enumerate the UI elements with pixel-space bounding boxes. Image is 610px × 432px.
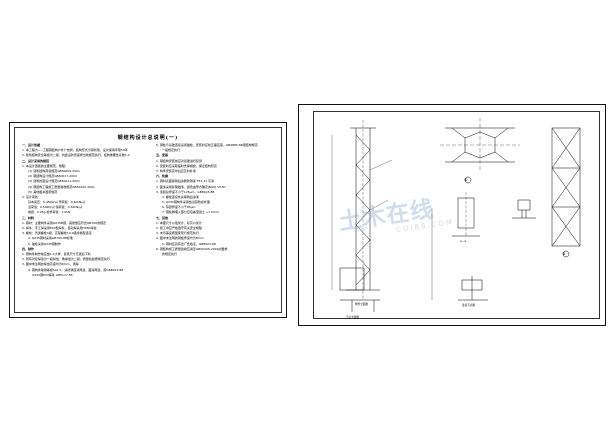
truss-column-elevation <box>331 120 393 312</box>
note-line: 3. 图中未注明的焊缝高度均为6mm，满焊 <box>22 262 79 267</box>
note-line: 3. 构件安装完毕后应及时补漆 <box>156 168 196 173</box>
braced-frame <box>551 127 581 258</box>
note-line: (2) 钢结构设计规范GB50017-2003 <box>28 174 77 179</box>
sheet-title: 钢结构设计总说明(一) <box>117 135 179 141</box>
section-heading: 六、防腐 <box>156 174 169 179</box>
note-line: 6. 钢结构施工质量验收应满足GB50205-2001的要求 <box>156 246 228 251</box>
note-line: 基本风压：0.45kN/㎡ 雪荷载：0.40kN/㎡ <box>28 200 86 205</box>
structural-drawing-sheet <box>298 104 606 326</box>
note-line: 1. 钢材：主要构件采用Q235B钢，其质量应符合GB700的规定 <box>22 220 107 225</box>
note-line: 4. Q235钢材采用GB700-88标准 <box>28 236 73 241</box>
note-line: 1. 钢构件制作前应放1:1大样，复核尺寸无误后下料 <box>22 251 91 256</box>
note-line: 5. 钢材应具有出厂合格证，GB8923-88 <box>162 241 216 246</box>
note-line: 3. 未尽事宜按国家现行规范执行 <box>156 231 199 236</box>
note-line: 5. 锚栓采用Q235钢制作 <box>28 241 61 246</box>
note-line: (3) 建筑抗震设计规范GB50011-2001 <box>28 179 80 184</box>
note-line: 1. 本工程为~~工程钢结构户外广告牌，结构形式为钢桁架，设计使用年限50年 <box>22 148 128 153</box>
detail-a-label: ① <box>464 177 468 182</box>
note-line: 一般规定执行 <box>162 148 181 153</box>
note-line: 5. Q235钢构件采用热浸锌防腐处理 <box>162 200 210 205</box>
note-line: 3. 漆膜总厚度不小于125μm，GB8923-88 <box>156 189 215 194</box>
note-line: 5. 钢柱与基础连接采用锚栓，安装时应校正垂直度，GB2885-88钢结构规定 <box>156 143 258 147</box>
note-line: 2. 建筑结构安全等级为二级，抗震设防烈度按当地规范执行，结构重要性系数1.0 <box>22 153 130 158</box>
notes-column-right: 5. 钢柱与基础连接采用锚栓，安装时应校正垂直度，GB2885-88钢结构规定一… <box>156 143 276 257</box>
joint-detail-label: 连接节点图 <box>462 304 475 307</box>
note-line: 地震：0.05g 检修荷载：1.0kN <box>28 210 71 215</box>
note-line: 的规定执行 <box>162 251 178 256</box>
note-line: 2. 设计荷载： <box>22 194 41 199</box>
sheet-inner-border <box>313 111 600 319</box>
elevation-label: 构件立面图 <box>355 303 368 306</box>
section-aa-label: A—A <box>460 240 467 243</box>
note-line: 1. 钢结构安装前应对基础进行复测 <box>156 158 202 163</box>
base-detail-label: 节点大样图 <box>346 316 359 319</box>
note-line: 2. 面漆采用醇酸磁漆，颜色由甲方确定JB/ZQ 53-87 <box>156 184 226 189</box>
note-line: 1. 钢材表面除锈后涂刷防锈漆 F53-31 灰漆 <box>156 179 215 184</box>
note-line: (5) 其他相关国家规范 <box>28 189 58 194</box>
section-heading: 七、其他 <box>156 215 169 220</box>
section-heading: 四、制作 <box>22 246 35 251</box>
section-heading: 一、设计依据 <box>22 143 41 147</box>
note-line: 6. 锌层厚度不小于85μm <box>162 205 196 210</box>
note-line: (1) 建筑结构荷载规范GB50009-2001 <box>28 168 80 173</box>
hexagon-section <box>440 118 520 184</box>
note-line: 2. 安装时应采取临时支撑措施，保证结构稳定 <box>156 163 217 168</box>
note-line: 4. 图中未注明的钢板厚度均为8mm <box>156 236 204 241</box>
section-heading: 三、材料 <box>22 215 35 220</box>
section-heading: 二、设计采用的规范 <box>22 158 50 163</box>
note-line: 7. 钢柱脚埋入部分应包裹混凝土 +1.5mm <box>162 210 219 215</box>
section-heading: 五、安装 <box>156 153 169 158</box>
note-line: 4. 钢构件除锈等级Sa2.5，涂防锈底漆两道，面漆两道，按GB8923-88 <box>28 267 124 272</box>
note-line: (4) 钢结构工程施工质量验收规范GB50205-2001 <box>28 184 95 189</box>
note-line: 2. 焊条：手工焊采用E43型焊条，自动焊采用H08A焊丝 <box>22 226 97 230</box>
note-line: 1. 本设计遵循的主要规范、规程： <box>22 163 68 168</box>
note-line: 2. 施工中应严格遵守有关安全规程 <box>156 226 202 230</box>
sheet-inner-border <box>14 127 282 313</box>
stub-column-detail <box>452 192 536 237</box>
base-plate-detail <box>458 276 488 301</box>
note-line: 活荷载：0.50kN/㎡ 恒荷载：0.30kN/㎡ <box>28 205 83 210</box>
note-line: 3. 螺栓：普通螺栓C级，高强螺栓10.9级摩擦型连接 <box>22 231 92 236</box>
note-line: Q235钢E43焊条 GB5117-85 <box>32 272 73 277</box>
note-line: 1. 本图尺寸以毫米计，标高以米计 <box>156 220 202 225</box>
note-line: 2. 所有对接焊缝为一级焊缝，角焊缝为二级，质量检验按规范执行 <box>22 257 110 262</box>
note-line: 4. 螺栓连接处先除锈后涂漆 <box>162 194 199 199</box>
detail-b-label: ② <box>562 251 566 256</box>
